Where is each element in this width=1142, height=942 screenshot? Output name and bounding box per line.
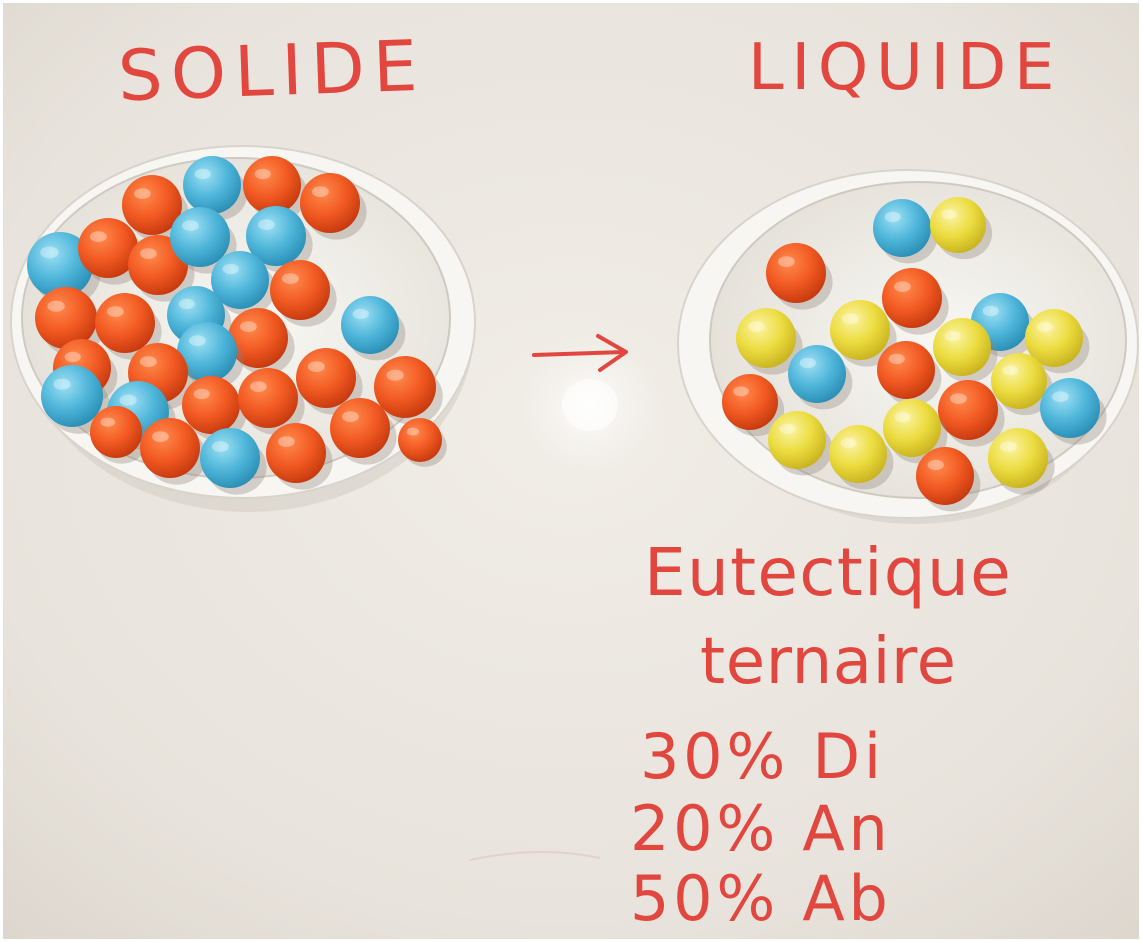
blue-ball <box>873 199 938 264</box>
orange-ball <box>722 374 785 437</box>
composition-mineral: Di <box>812 720 885 793</box>
yellow-ball <box>930 197 993 260</box>
composition-mineral: An <box>802 792 892 865</box>
orange-ball <box>398 418 447 467</box>
blue-ball <box>1040 378 1107 445</box>
blue-ball <box>788 345 853 410</box>
composition-row: 20% An <box>630 798 892 860</box>
composition-row: 30% Di <box>640 726 885 788</box>
composition-percent: 50% <box>630 862 779 935</box>
arrow-icon <box>532 334 628 372</box>
yellow-ball <box>988 428 1055 495</box>
orange-ball <box>238 368 305 435</box>
orange-ball <box>270 260 337 327</box>
orange-ball <box>182 376 247 441</box>
orange-ball <box>140 418 207 485</box>
yellow-ball <box>830 300 897 367</box>
composition-percent: 20% <box>630 792 779 865</box>
ternary-label: ternaire <box>700 625 957 699</box>
blue-ball <box>183 156 248 221</box>
orange-ball <box>882 268 949 335</box>
blue-ball <box>177 322 244 389</box>
blue-ball <box>211 251 276 316</box>
orange-ball <box>243 156 308 221</box>
liquid-dish <box>677 169 1139 524</box>
orange-ball <box>228 308 295 375</box>
composition-percent: 30% <box>640 720 789 793</box>
yellow-ball <box>933 318 998 383</box>
yellow-ball <box>1025 309 1090 374</box>
orange-ball <box>90 406 148 464</box>
blue-ball <box>246 206 313 273</box>
orange-ball <box>374 356 443 425</box>
eutectic-label: Eutectique <box>644 534 1013 611</box>
orange-ball <box>938 380 1005 447</box>
composition-row: 50% Ab <box>630 868 892 930</box>
orange-ball <box>916 447 981 512</box>
liquid-label: LIQUIDE <box>748 31 1063 105</box>
orange-ball <box>300 173 367 240</box>
solid-label: SOLIDE <box>116 24 428 118</box>
orange-ball <box>877 341 942 406</box>
yellow-ball <box>991 353 1054 416</box>
solid-dish <box>10 145 476 512</box>
yellow-ball <box>829 425 894 490</box>
blue-ball <box>341 296 406 361</box>
yellow-ball <box>736 308 803 375</box>
orange-ball <box>330 398 397 465</box>
blue-ball <box>170 207 237 274</box>
composition-mineral: Ab <box>802 862 892 935</box>
orange-ball <box>266 423 333 490</box>
yellow-ball <box>768 411 833 476</box>
blue-ball <box>200 428 267 495</box>
orange-ball <box>766 243 833 310</box>
